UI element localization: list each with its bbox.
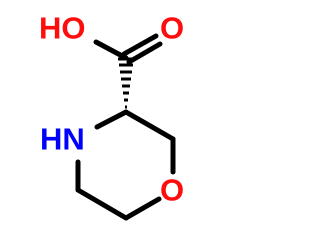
hydroxyl-label: HO [39, 11, 86, 46]
molecule-structure: HO O HN O [39, 11, 184, 221]
carbonyl-oxygen-label: O [160, 11, 184, 46]
bond-c3-c2 [123, 109, 176, 142]
bond-n4-c3 [94, 109, 129, 130]
amine-label: HN [40, 122, 85, 157]
hashed-wedge-bond [118, 57, 134, 109]
bond-c-o-double-b [126, 41, 163, 65]
ring-oxygen-label: O [160, 173, 184, 208]
bond-c-oh [93, 39, 129, 61]
bond-c6-c5 [75, 187, 129, 221]
bond-o1-c6 [123, 196, 162, 221]
bond-c-o-double-a [121, 33, 159, 57]
